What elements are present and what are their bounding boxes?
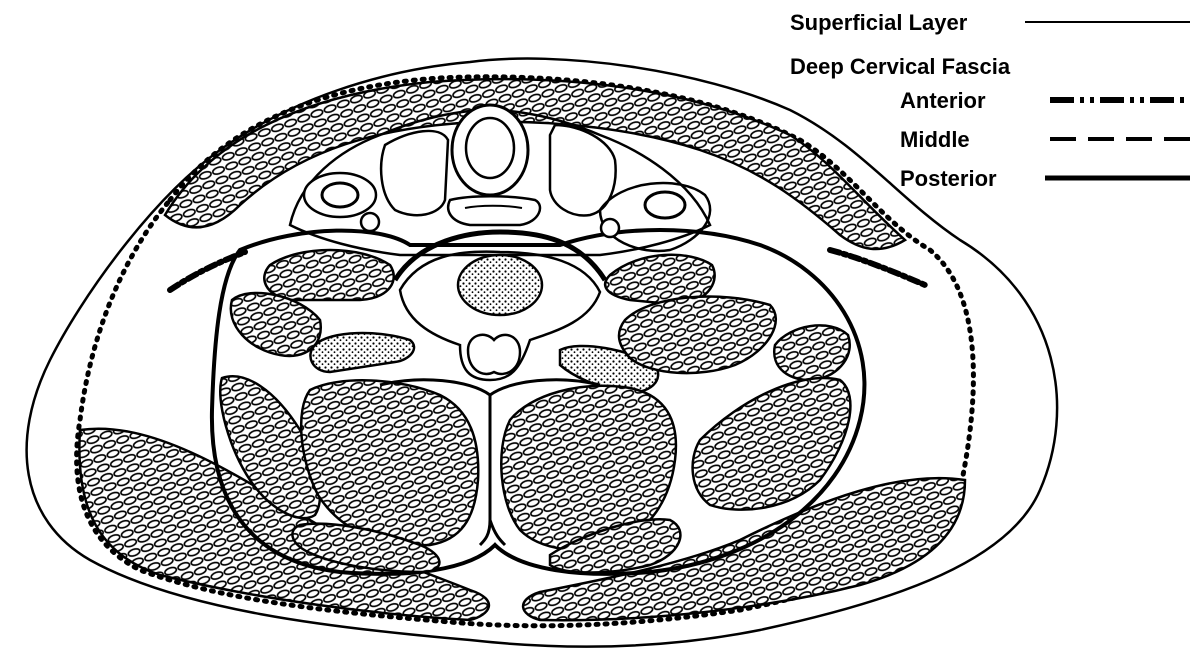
legend-deep-heading: Deep Cervical Fascia: [790, 54, 1011, 79]
legend-superficial-label: Superficial Layer: [790, 10, 968, 35]
left-longus-muscle: [264, 250, 393, 300]
esophagus-inner: [465, 206, 522, 208]
legend-posterior-label: Posterior: [900, 166, 997, 191]
left-jugular-vein: [322, 183, 358, 207]
esophagus: [448, 196, 540, 225]
platysma-upper-band: [165, 79, 905, 249]
right-splenius-muscle: [693, 378, 851, 510]
legend-middle-label: Middle: [900, 127, 970, 152]
legend: Superficial Layer Deep Cervical Fascia A…: [790, 10, 1190, 191]
left-transverse-process: [310, 333, 414, 372]
left-semispinalis-muscle: [301, 380, 478, 545]
spinal-cord: [468, 335, 520, 374]
trachea-lumen: [466, 118, 514, 178]
left-carotid-artery: [361, 213, 379, 231]
legend-anterior-label: Anterior: [900, 88, 986, 113]
right-levator-muscle: [774, 325, 849, 380]
right-scalene-muscle: [619, 297, 776, 373]
left-scalene-muscle: [231, 293, 321, 356]
right-jugular-vein: [645, 192, 685, 218]
right-carotid-artery: [601, 219, 619, 237]
vertebral-body: [458, 255, 542, 315]
thyroid-left-lobe: [381, 131, 448, 215]
